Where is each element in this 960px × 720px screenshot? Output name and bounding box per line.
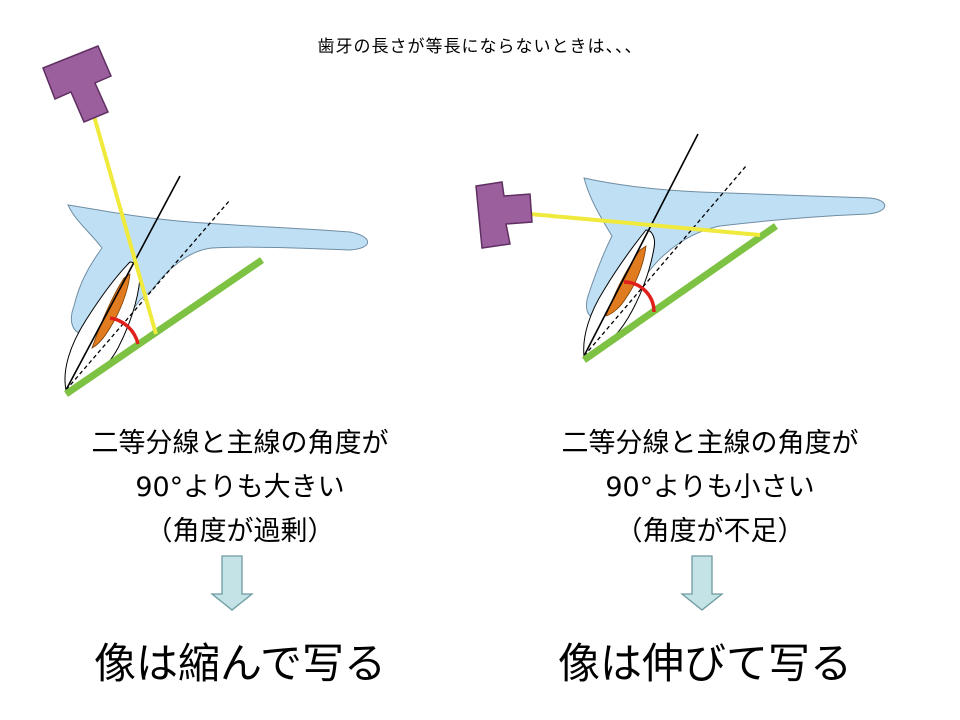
left-caption-line-1: 二等分線と主線の角度が — [91, 428, 389, 459]
right-result: 像は伸びて写る — [557, 639, 852, 688]
right-central-ray — [529, 212, 761, 237]
left-jaw-shape — [67, 204, 369, 337]
slide-title: 歯牙の長さが等長にならないときは、、、 — [317, 37, 643, 57]
xray-tube-icon — [475, 181, 533, 249]
right-angle-arc — [623, 280, 656, 313]
left-diagram — [42, 45, 369, 397]
right-caption-line-2: 90°よりも小さい — [605, 472, 815, 503]
right-diagram — [475, 133, 886, 363]
down-arrow-icon — [680, 555, 724, 611]
right-caption: 二等分線と主線の角度が 90°よりも小さい （角度が不足） — [510, 422, 910, 554]
left-film — [64, 257, 264, 397]
left-caption-line-3: （角度が過剰） — [145, 516, 335, 547]
left-central-ray — [92, 115, 158, 335]
left-caption-line-2: 90°よりも大きい — [135, 472, 345, 503]
right-film — [581, 223, 779, 363]
left-result: 像は縮んで写る — [94, 639, 386, 688]
left-caption: 二等分線と主線の角度が 90°よりも大きい （角度が過剰） — [40, 422, 440, 554]
xray-tube-icon — [42, 45, 112, 123]
down-arrow-icon — [210, 555, 254, 611]
right-caption-line-1: 二等分線と主線の角度が — [561, 428, 859, 459]
right-jaw-shape — [583, 177, 886, 319]
left-angle-arc — [109, 316, 140, 345]
right-caption-line-3: （角度が不足） — [615, 516, 805, 547]
left-pulp — [91, 273, 131, 349]
right-tooth-axis — [583, 133, 699, 357]
left-tooth-axis — [65, 175, 181, 391]
